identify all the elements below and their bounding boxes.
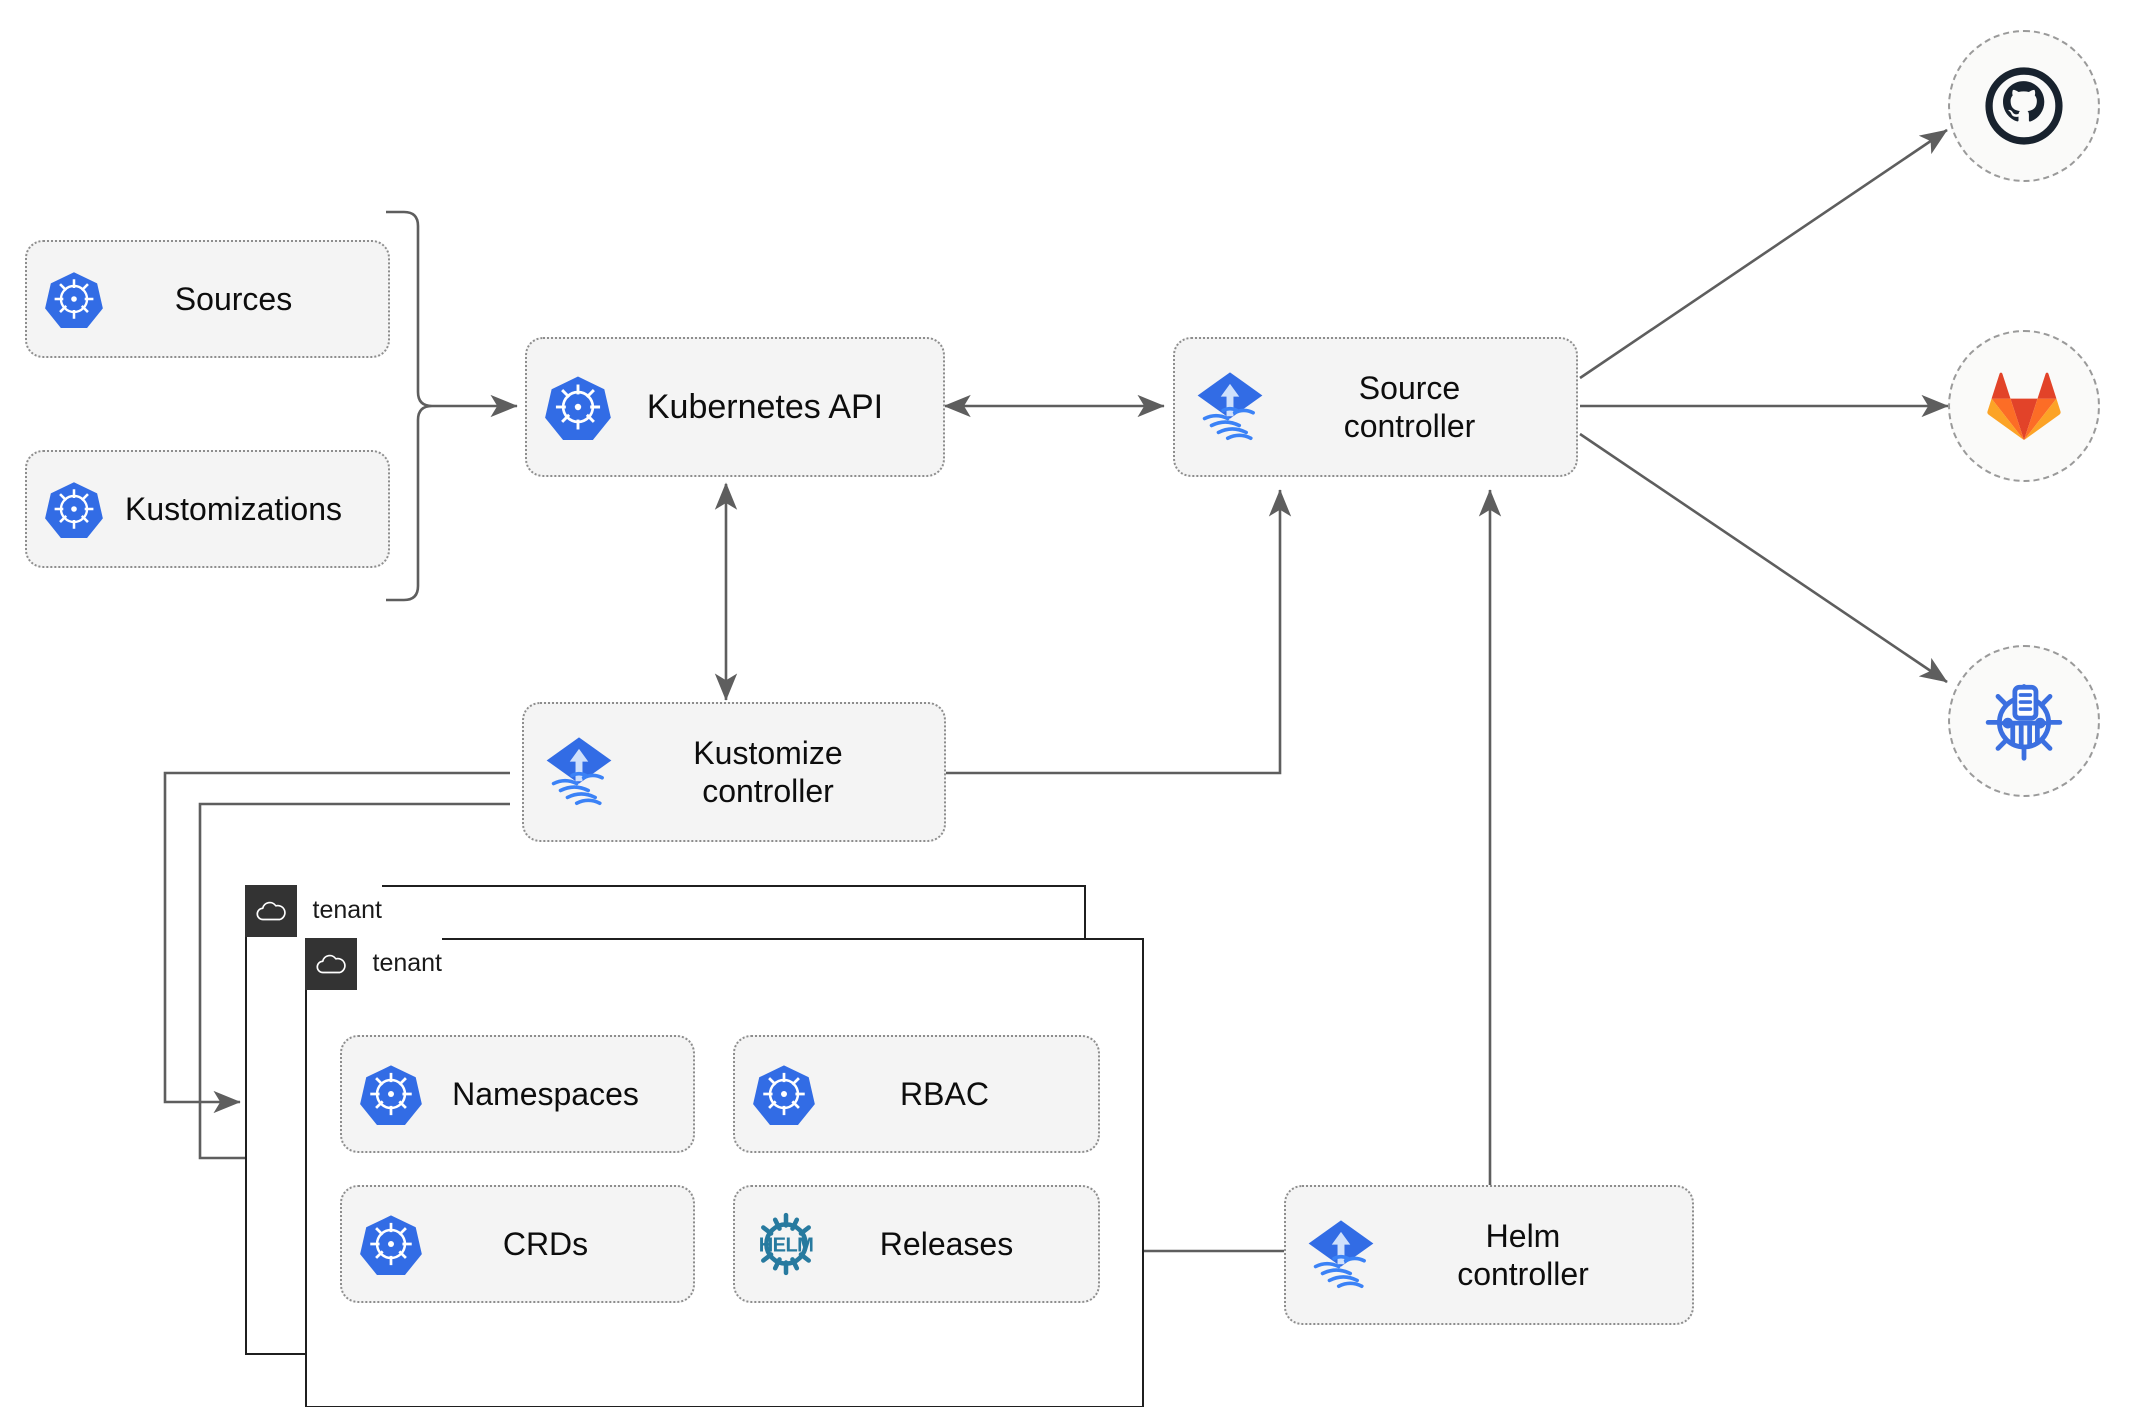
node-kustomizations[interactable]: Kustomizations: [25, 450, 390, 568]
node-namespaces[interactable]: Namespaces: [340, 1035, 695, 1153]
gitlab-icon: [1982, 364, 2066, 448]
node-sources[interactable]: Sources: [25, 240, 390, 358]
kubernetes-icon: [360, 1213, 422, 1275]
kubernetes-icon: [45, 270, 103, 328]
node-source-controller[interactable]: Source controller: [1173, 337, 1578, 477]
node-crds-label: CRDs: [502, 1225, 589, 1262]
external-github[interactable]: [1948, 30, 2100, 182]
kubernetes-icon: [545, 374, 611, 440]
cloud-icon: [304, 937, 357, 990]
edge-source-helmrepo: [1579, 432, 1948, 684]
github-icon: [1981, 63, 2067, 149]
node-sources-label: Sources: [174, 280, 293, 317]
external-helm-repository[interactable]: [1948, 645, 2100, 797]
tenant-inner-header: tenant: [304, 937, 443, 990]
node-kustomizations-label: Kustomizations: [125, 490, 342, 527]
node-releases-label: Releases: [879, 1225, 1014, 1262]
node-kustomize-controller-label: Kustomize controller: [693, 734, 843, 809]
node-namespaces-label: Namespaces: [452, 1075, 639, 1112]
node-rbac[interactable]: RBAC: [733, 1035, 1100, 1153]
flux-icon: [1193, 370, 1267, 444]
tenant-inner-label: tenant: [372, 949, 443, 977]
helm-icon: [753, 1211, 819, 1277]
tenant-outer-header: tenant: [244, 884, 383, 937]
flux-icon: [1304, 1218, 1378, 1292]
tenant-outer-label: tenant: [312, 896, 383, 924]
cloud-icon: [244, 884, 297, 937]
flux-icon: [542, 735, 616, 809]
kubernetes-icon: [753, 1063, 815, 1125]
helm-repository-icon: [1979, 676, 2069, 766]
external-gitlab[interactable]: [1948, 330, 2100, 482]
tenant-inner[interactable]: tenant: [304, 937, 1144, 1407]
node-crds[interactable]: CRDs: [340, 1185, 695, 1303]
node-kubernetes-api-label: Kubernetes API: [646, 387, 884, 426]
node-kubernetes-api[interactable]: Kubernetes API: [525, 337, 945, 477]
kubernetes-icon: [45, 480, 103, 538]
kubernetes-icon: [360, 1063, 422, 1125]
edge-source-github: [1579, 128, 1948, 380]
node-helm-controller-label: Helm controller: [1457, 1217, 1589, 1292]
node-source-controller-label: Source controller: [1343, 369, 1476, 444]
node-helm-controller[interactable]: Helm controller: [1284, 1185, 1694, 1325]
node-kustomize-controller[interactable]: Kustomize controller: [522, 702, 946, 842]
node-releases[interactable]: Releases: [733, 1185, 1100, 1303]
node-rbac-label: RBAC: [900, 1075, 989, 1112]
brace-resources: [386, 210, 433, 602]
edge-kustomize-to-source: [946, 489, 1292, 775]
